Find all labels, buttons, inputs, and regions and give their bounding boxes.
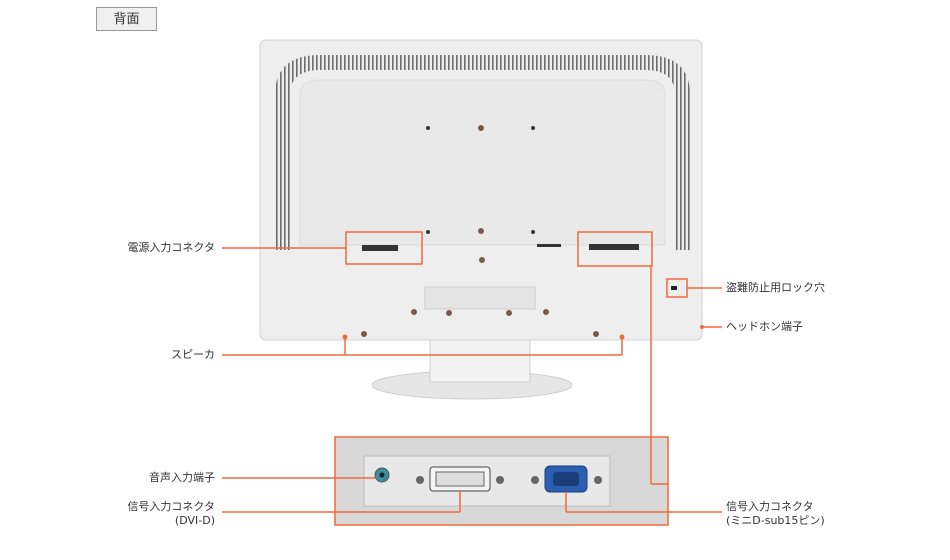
signal-connector-area xyxy=(589,244,639,250)
vesa-screw xyxy=(478,228,484,234)
rear-view-tab[interactable]: 背面 xyxy=(96,7,157,31)
label-lock-hole: 盗難防止用ロック穴 xyxy=(726,281,825,294)
security-lock-hole xyxy=(671,286,677,290)
vesa-screw xyxy=(531,126,535,130)
label-vga-line2: (ミニD-sub15ピン) xyxy=(726,514,825,527)
label-power-connector: 電源入力コネクタ xyxy=(127,241,215,254)
label-audio-in: 音声入力端子 xyxy=(149,471,215,484)
label-speaker: スピーカ xyxy=(171,348,215,361)
label-dvi-line2: (DVI-D) xyxy=(174,514,215,527)
label-headphone: ヘッドホン端子 xyxy=(726,320,803,333)
vesa-screw xyxy=(479,257,485,263)
vesa-screw xyxy=(531,230,535,234)
power-connector xyxy=(362,245,398,251)
vesa-screw xyxy=(478,125,484,131)
vesa-screw xyxy=(426,126,430,130)
inner-panel xyxy=(299,79,666,246)
label-dvi-line1: 信号入力コネクタ xyxy=(127,500,215,513)
label-vga-line1: 信号入力コネクタ xyxy=(726,500,814,513)
callout-lines xyxy=(222,231,722,526)
vesa-screw xyxy=(426,230,430,234)
